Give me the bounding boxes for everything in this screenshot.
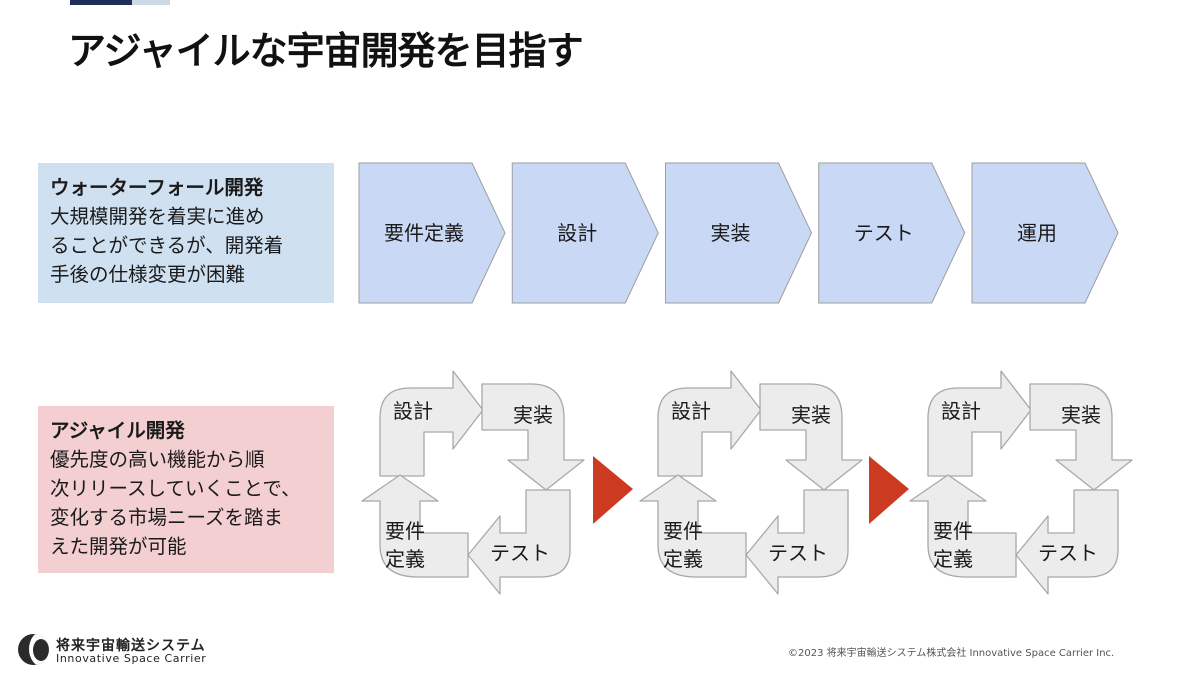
cycle-1-test-arrow xyxy=(467,489,571,595)
logo-company-name-jp: 将来宇宙輸送システム xyxy=(56,638,206,654)
cycle-3-implement-arrow xyxy=(1029,383,1133,491)
waterfall-heading: ウォーターフォール開発 xyxy=(50,176,264,199)
cycle-label-design: 設計 xyxy=(941,399,981,423)
cycle-label-design: 設計 xyxy=(671,399,711,423)
agile-heading: アジャイル開発 xyxy=(50,419,185,442)
cycle-label-requirements-line1: 要件 xyxy=(933,519,973,543)
waterfall-step-label: 設計 xyxy=(557,221,597,245)
cycle-label-test: テスト xyxy=(490,541,550,565)
cycle-label-requirements-line2: 定義 xyxy=(933,547,973,571)
cycle-2-requirements-arrow xyxy=(639,474,747,578)
waterfall-step-4 xyxy=(818,162,966,304)
waterfall-step-label: 運用 xyxy=(1017,221,1057,245)
cycle-label-implement: 実装 xyxy=(513,403,553,427)
waterfall-step-1 xyxy=(358,162,506,304)
company-logo: 将来宇宙輸送システム Innovative Space Carrier xyxy=(18,632,208,668)
agile-description: 優先度の高い機能から順 次リリースしていくことで、 変化する市場ニーズを踏ま え… xyxy=(50,448,301,558)
cycle-1-implement-arrow xyxy=(481,383,585,491)
cycle-connector-arrow-1 xyxy=(593,456,633,524)
logo-company-name-en: Innovative Space Carrier xyxy=(56,652,207,665)
cycle-1-design-arrow xyxy=(379,370,484,477)
cycle-2-implement-arrow xyxy=(759,383,863,491)
cycle-3-design-arrow xyxy=(927,370,1032,477)
waterfall-step-label: テスト xyxy=(854,221,914,245)
cycle-3-test-arrow xyxy=(1015,489,1119,595)
slide-title: アジャイルな宇宙開発を目指す xyxy=(68,29,584,73)
cycle-2-test-arrow xyxy=(745,489,849,595)
waterfall-description: 大規模開発を着実に進め ることができるが、開発着 手後の仕様変更が困難 xyxy=(50,205,284,286)
waterfall-description-box: ウォーターフォール開発 大規模開発を着実に進め ることができるが、開発着 手後の… xyxy=(38,163,334,303)
waterfall-step-label: 実装 xyxy=(711,221,751,245)
waterfall-step-3 xyxy=(665,162,813,304)
cycle-label-requirements-line1: 要件 xyxy=(385,519,425,543)
cycle-label-design: 設計 xyxy=(393,399,433,423)
cycle-label-requirements-line2: 定義 xyxy=(385,547,425,571)
cycle-label-test: テスト xyxy=(1038,541,1098,565)
cycle-3-requirements-arrow xyxy=(909,474,1017,578)
cycle-label-implement: 実装 xyxy=(1061,403,1101,427)
cycle-label-test: テスト xyxy=(768,541,828,565)
waterfall-step-2 xyxy=(511,162,659,304)
cycle-connector-arrow-2 xyxy=(869,456,909,524)
agile-description-box: アジャイル開発 優先度の高い機能から順 次リリースしていくことで、 変化する市場… xyxy=(38,406,334,573)
waterfall-step-5 xyxy=(971,162,1119,304)
cycle-label-requirements-line2: 定義 xyxy=(663,547,703,571)
top-accent-bar xyxy=(70,0,170,5)
logo-mark-icon xyxy=(18,634,49,665)
cycle-2-design-arrow xyxy=(657,370,762,477)
cycle-label-requirements-line1: 要件 xyxy=(663,519,703,543)
waterfall-step-label: 要件定義 xyxy=(384,221,464,245)
accent-bar-light xyxy=(132,0,170,5)
accent-bar-navy xyxy=(70,0,132,5)
copyright-notice: ©2023 将来宇宙輸送システム株式会社 Innovative Space Ca… xyxy=(788,648,1115,659)
cycle-label-implement: 実装 xyxy=(791,403,831,427)
cycle-1-requirements-arrow xyxy=(361,474,469,578)
